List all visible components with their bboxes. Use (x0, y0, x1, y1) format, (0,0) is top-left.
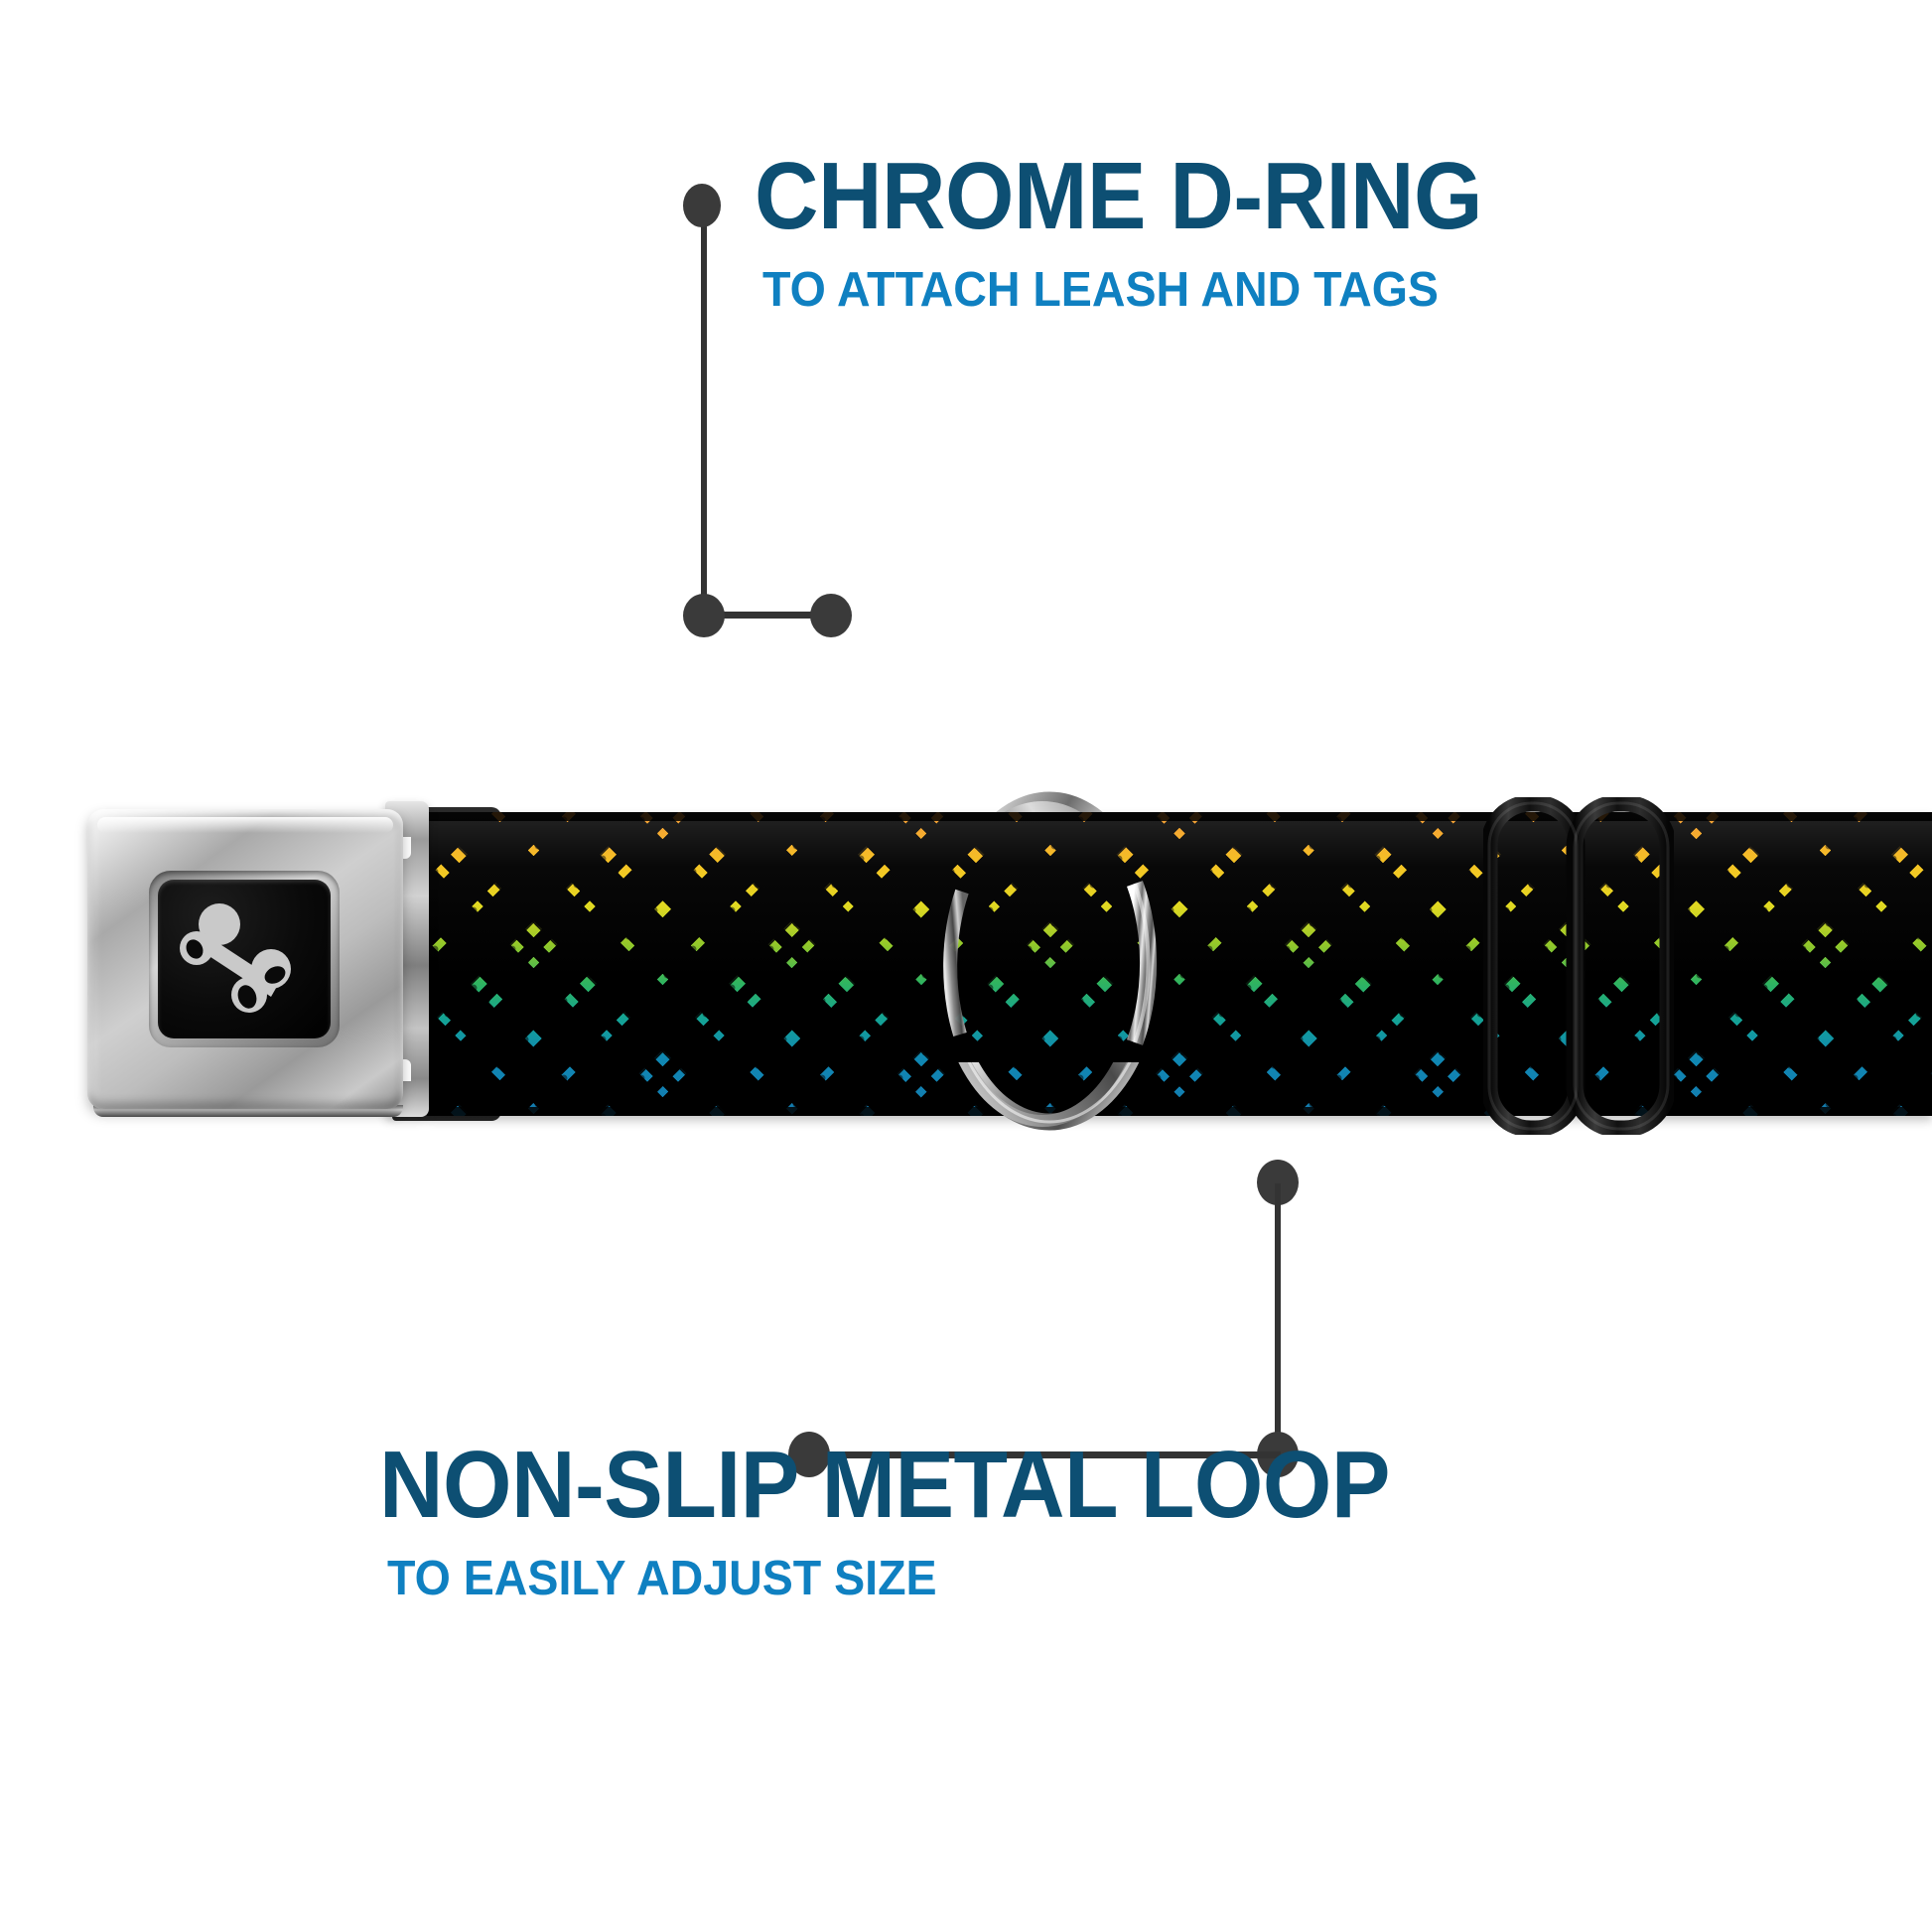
strap-dot-texture (427, 812, 1932, 1116)
buckle-logo-window (158, 880, 331, 1038)
callout-chrome-d-ring: CHROME D-RING TO ATTACH LEASH AND TAGS (755, 149, 1537, 315)
callout-subtitle-chrome-d-ring: TO ATTACH LEASH AND TAGS (762, 263, 1439, 317)
d-ring-title-dot (683, 184, 721, 227)
slider-leader-vertical (1275, 1183, 1281, 1471)
d-ring-leader-vertical (701, 204, 707, 619)
strap-edge-bottom (427, 1107, 1932, 1116)
dog-bone-icon (180, 903, 291, 1013)
slider-end-dot (788, 1432, 830, 1477)
buckle-bezel (149, 871, 340, 1047)
callout-title-chrome-d-ring: CHROME D-RING (755, 143, 1482, 249)
d-ring-shape (943, 791, 1158, 1131)
strap-edge-top (427, 812, 1932, 821)
metal-slider-loop (1480, 794, 1677, 1138)
callout-subtitle-non-slip-metal-loop: TO EASILY ADJUST SIZE (387, 1552, 937, 1605)
callout-non-slip-metal-loop: NON-SLIP METAL LOOP TO EASILY ADJUST SIZ… (379, 1438, 1466, 1603)
d-ring-anchor-dot (810, 594, 852, 637)
callout-title-non-slip-metal-loop: NON-SLIP METAL LOOP (379, 1432, 1390, 1538)
slider-loop-shape (1480, 794, 1677, 1138)
d-ring-leader-horizontal (701, 612, 830, 619)
strap-plaid-fine-b (427, 812, 1932, 1116)
slider-leader-horizontal (806, 1451, 1281, 1458)
collar-strap (427, 812, 1932, 1116)
chrome-d-ring (940, 764, 1159, 1167)
d-ring-bend-dot (683, 594, 725, 637)
seatbelt-buckle (87, 789, 429, 1127)
dog-collar-assembly (0, 789, 1932, 1167)
